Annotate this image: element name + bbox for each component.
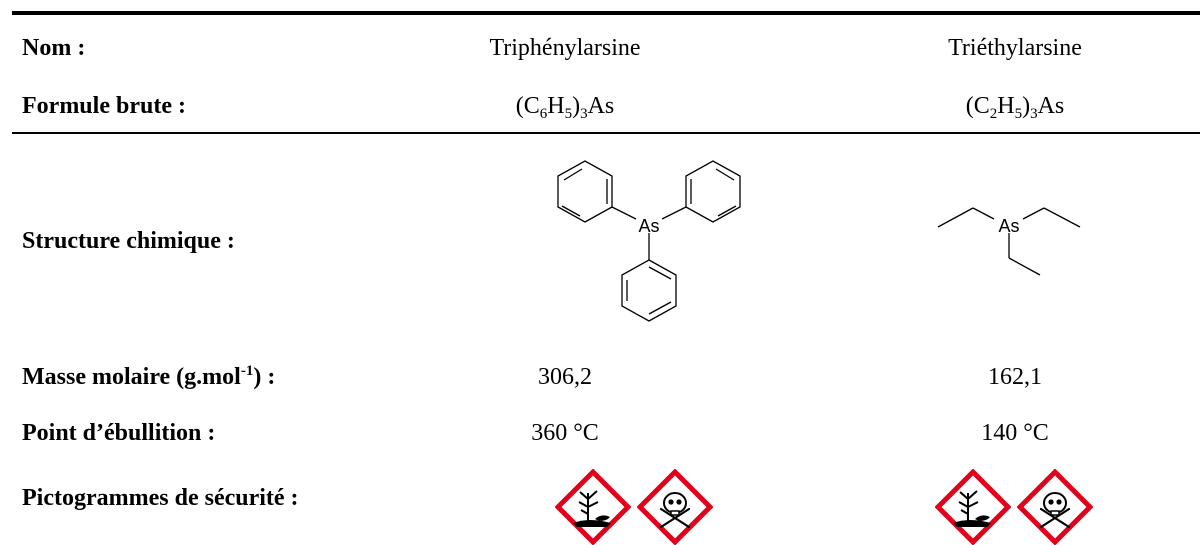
compound-2-boiling-point: 140 °C: [981, 420, 1049, 446]
compound-2-molar-mass: 162,1: [988, 364, 1042, 390]
environment-hazard-icon: [555, 469, 631, 545]
structure-label: Structure chimique :: [22, 228, 235, 254]
arsenic-atom-label: As: [998, 216, 1019, 236]
skull-crossbones-icon: [1017, 469, 1093, 545]
table-top-rule: [12, 11, 1200, 15]
triethylarsine-structure: As: [937, 207, 1081, 276]
skull-crossbones-icon: [637, 469, 713, 545]
boiling-point-label: Point d’ébullition :: [22, 420, 216, 446]
compound-1-formula: (C6H5)3As: [515, 93, 615, 122]
formula-label: Formule brute :: [22, 93, 186, 119]
environment-hazard-icon: [935, 469, 1011, 545]
compound-2-name: Triéthylarsine: [948, 35, 1082, 61]
triphenylarsine-structure: As: [557, 160, 741, 322]
arsenic-atom-label: As: [638, 216, 659, 236]
table-header-rule: [12, 132, 1200, 134]
molar-mass-label: Masse molaire (g.mol-1) :: [22, 363, 276, 391]
compound-1-name: Triphénylarsine: [489, 35, 641, 61]
name-label: Nom :: [22, 35, 86, 61]
pictograms-label: Pictogrammes de sécurité :: [22, 485, 299, 511]
compound-2-formula: (C2H5)3As: [965, 93, 1065, 122]
compound-1-boiling-point: 360 °C: [531, 420, 599, 446]
compound-1-molar-mass: 306,2: [538, 364, 592, 390]
